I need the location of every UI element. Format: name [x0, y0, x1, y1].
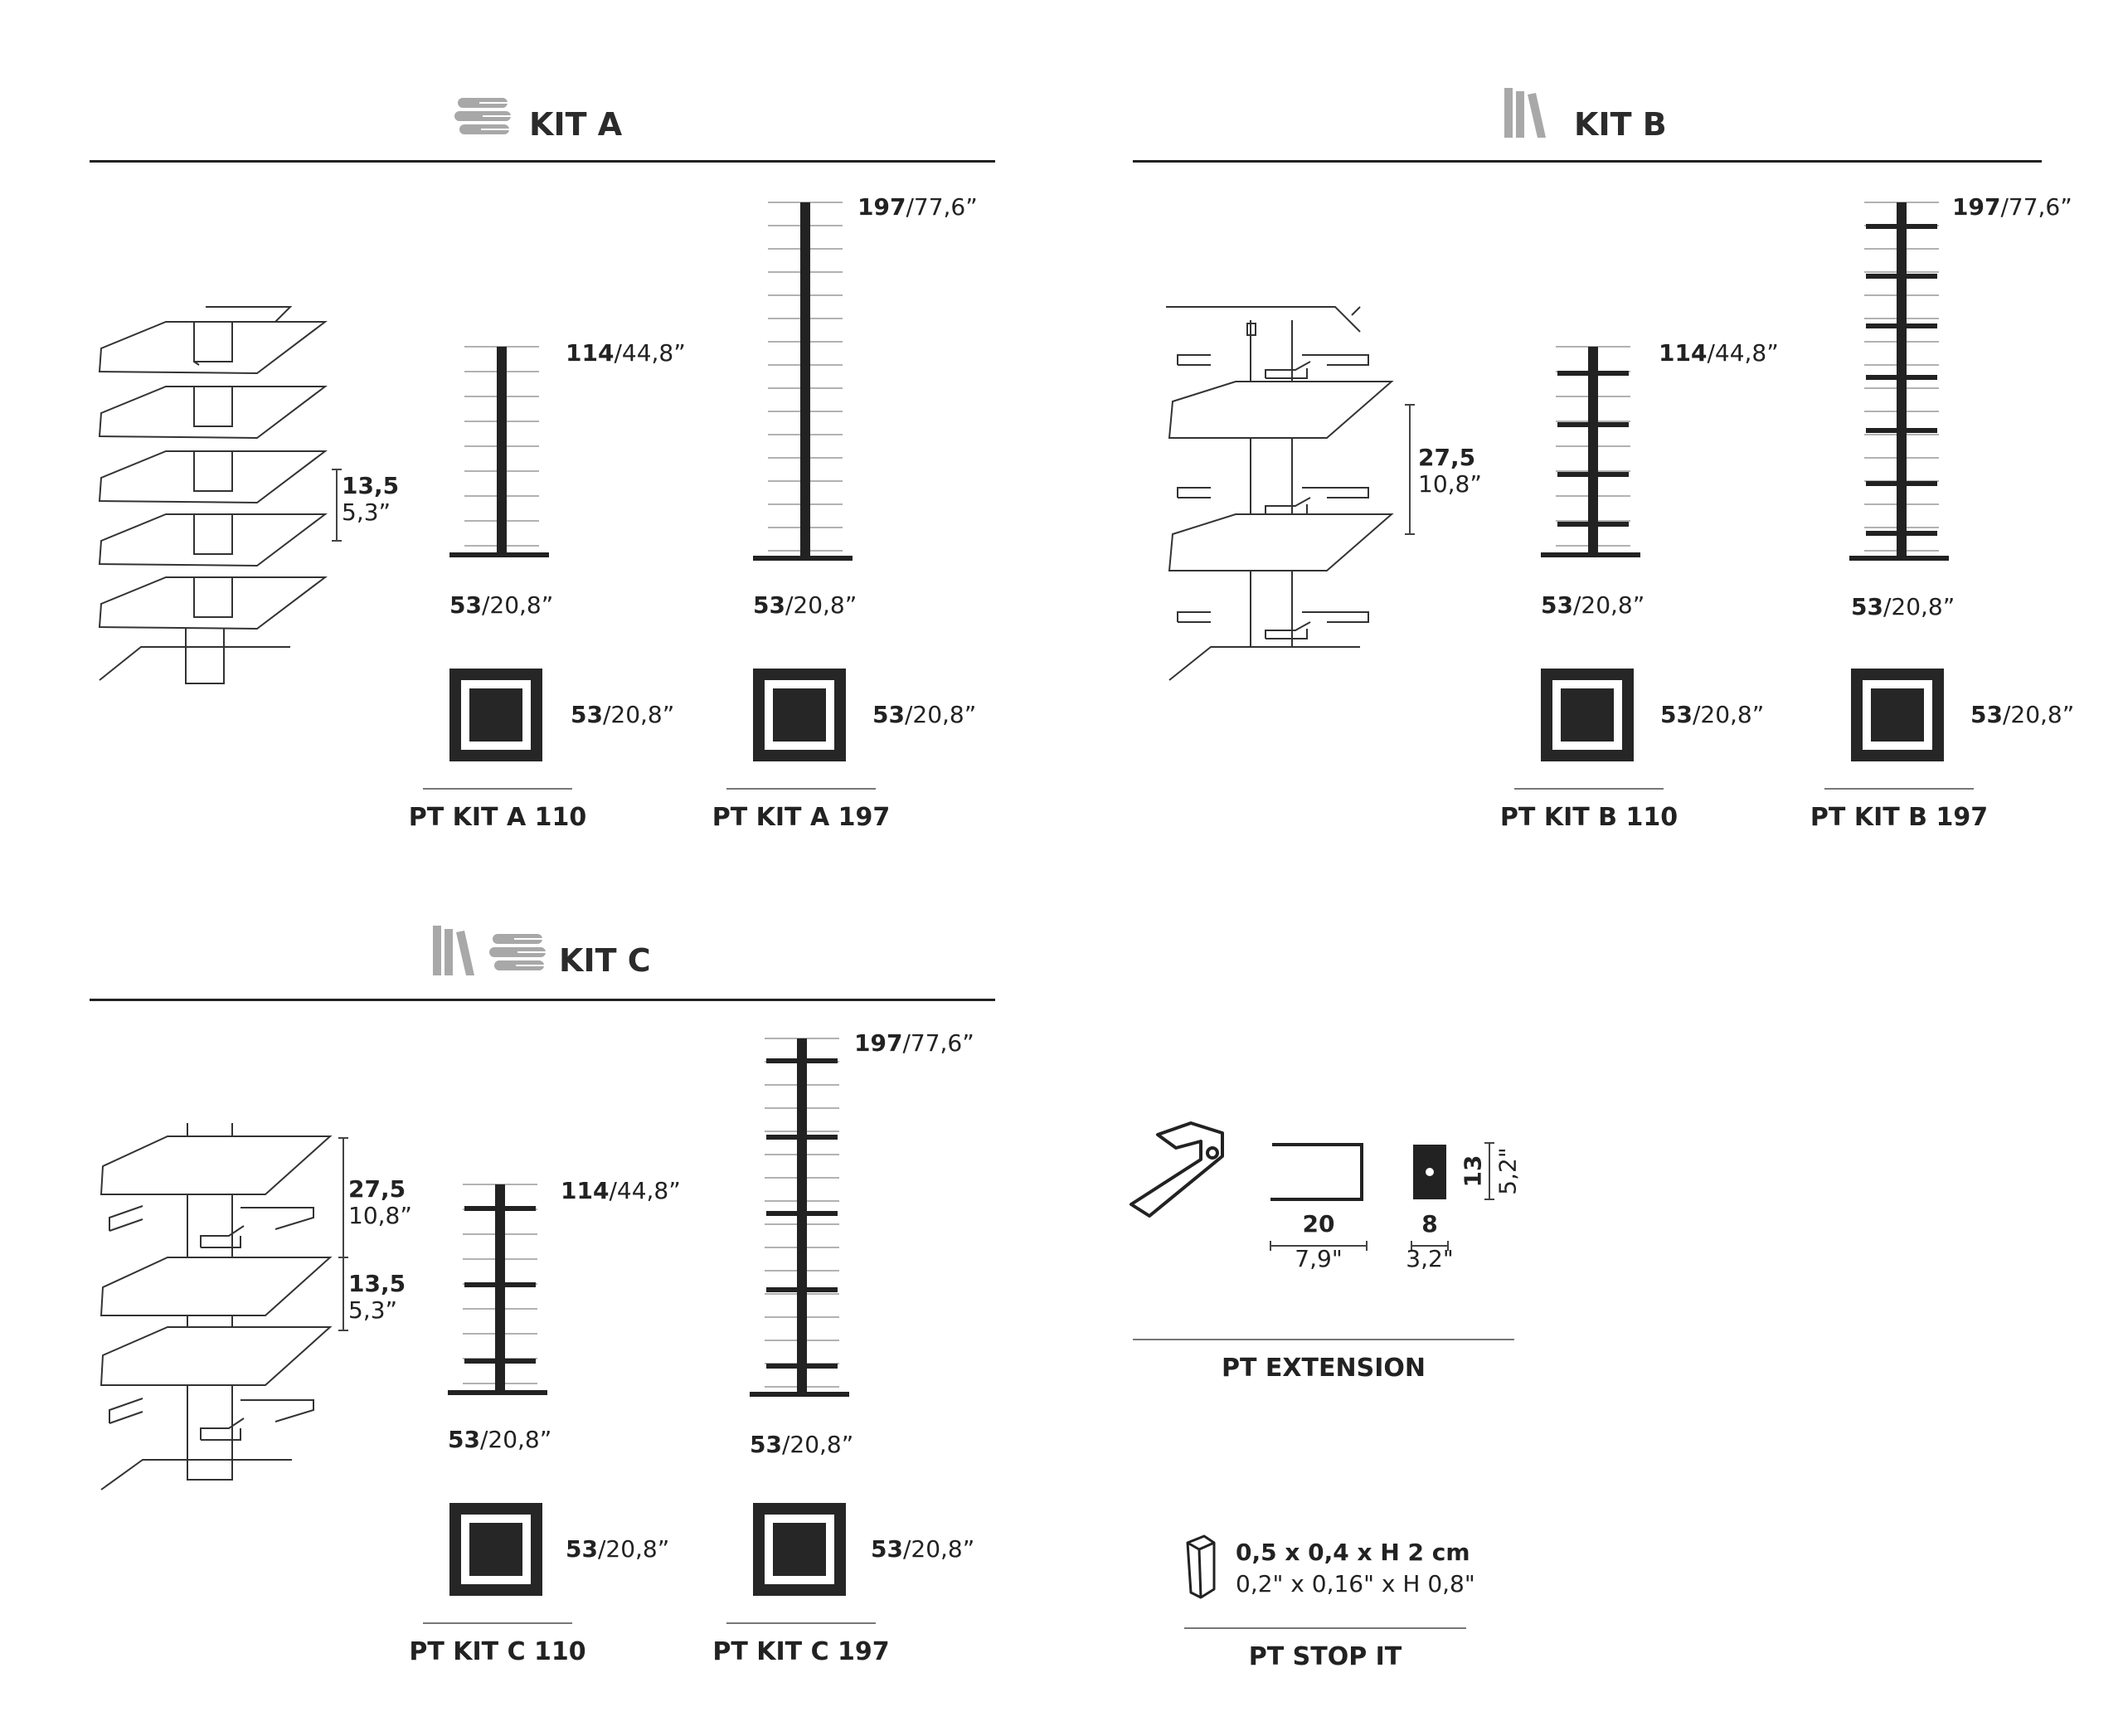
- kit-a-title: KIT A: [529, 106, 623, 143]
- kit-b-197-height: 197/77,6”: [1952, 193, 2072, 221]
- extension-perspective-drawing: [1130, 1121, 1224, 1218]
- kit-b-110-label-rule: [1514, 788, 1664, 790]
- kit-b-197-column-drawing: [1849, 202, 1949, 561]
- extension-height-cm: 13: [1459, 1155, 1487, 1188]
- extension-depth-dimension-line: [1411, 1241, 1449, 1251]
- kit-c-110-label: PT KIT C 110: [409, 1637, 586, 1666]
- extension-side-view: [1270, 1143, 1363, 1201]
- stop-it-label: PT STOP IT: [1248, 1642, 1402, 1671]
- kit-b-197-label: PT KIT B 197: [1810, 803, 1989, 832]
- kit-c-110-column-drawing: [448, 1184, 547, 1395]
- kit-c-110-top-width: 53/20,8”: [566, 1535, 670, 1563]
- extension-front-view: [1413, 1145, 1446, 1199]
- extension-height-dimension-line: [1484, 1142, 1494, 1200]
- extension-height-in: 5,2": [1494, 1147, 1522, 1195]
- kit-a-197-top-view: [753, 669, 846, 761]
- kit-a-197-column-drawing: [753, 202, 853, 561]
- kit-b-110-top-view: [1541, 669, 1634, 761]
- kit-b-197-top-view: [1851, 669, 1944, 761]
- extension-width-in: 7,9": [1295, 1245, 1343, 1272]
- extension-label-rule: [1133, 1339, 1514, 1340]
- kit-a-divider: [90, 160, 995, 163]
- kit-b-110-top-width: 53/20,8”: [1660, 701, 1765, 728]
- kit-c-110-label-rule: [423, 1622, 572, 1624]
- extension-width-dimension-line: [1270, 1241, 1368, 1251]
- kit-c-197-base-width: 53/20,8”: [750, 1431, 854, 1458]
- kit-b-197-label-rule: [1824, 788, 1974, 790]
- stop-it-drawing: [1186, 1534, 1216, 1599]
- kit-b-110-label: PT KIT B 110: [1499, 803, 1678, 832]
- kit-c-title: KIT C: [559, 942, 651, 979]
- kit-a-197-height: 197/77,6”: [857, 193, 978, 221]
- kit-b-divider: [1133, 160, 2042, 163]
- extension-depth-cm: 8: [1421, 1210, 1438, 1238]
- horizontal-books-icon: [489, 934, 546, 970]
- kit-a-110-base-width: 53/20,8”: [449, 591, 554, 619]
- kit-a-197-label: PT KIT A 197: [712, 803, 891, 832]
- horizontal-books-icon: [454, 98, 511, 134]
- kit-a-110-column-drawing: [449, 346, 549, 557]
- kit-c-divider: [90, 999, 995, 1001]
- vertical-books-icon: [1504, 88, 1546, 138]
- extension-label: PT EXTENSION: [1222, 1354, 1426, 1383]
- kit-a-110-label: PT KIT A 110: [408, 803, 587, 832]
- kit-b-197-top-width: 53/20,8”: [1970, 701, 2075, 728]
- kit-c-110-height: 114/44,8”: [561, 1177, 681, 1204]
- kit-a-110-top-view: [449, 669, 542, 761]
- kit-b-197-base-width: 53/20,8”: [1851, 593, 1955, 620]
- kit-a-110-height: 114/44,8”: [566, 339, 686, 367]
- kit-a-197-base-width: 53/20,8”: [753, 591, 857, 619]
- kit-b-110-base-width: 53/20,8”: [1541, 591, 1645, 619]
- kit-a-perspective-drawing: [98, 306, 328, 684]
- kit-c-197-top-width: 53/20,8”: [871, 1535, 975, 1563]
- kit-b-110-height: 114/44,8”: [1659, 339, 1779, 367]
- kit-b-title: KIT B: [1574, 106, 1667, 143]
- kit-c-perspective-drawing: [100, 1123, 333, 1490]
- kit-c-110-top-view: [449, 1503, 542, 1596]
- vertical-books-icon: [433, 926, 474, 975]
- stop-it-dimensions-cm: 0,5 x 0,4 x H 2 cm: [1236, 1539, 1470, 1566]
- kit-b-module-dimension-line: [1405, 404, 1415, 535]
- kit-c-197-column-drawing: [750, 1038, 849, 1397]
- kit-b-110-column-drawing: [1541, 346, 1640, 557]
- kit-c-197-top-view: [753, 1503, 846, 1596]
- kit-a-197-top-width: 53/20,8”: [872, 701, 977, 728]
- kit-c-197-label: PT KIT C 197: [712, 1637, 890, 1666]
- kit-c-110-base-width: 53/20,8”: [448, 1426, 552, 1453]
- stop-it-label-rule: [1184, 1627, 1466, 1629]
- extension-width-cm: 20: [1302, 1210, 1335, 1238]
- extension-depth-in: 3,2": [1406, 1245, 1454, 1272]
- kit-a-110-top-width: 53/20,8”: [571, 701, 675, 728]
- kit-a-module-dimension-line: [332, 469, 342, 542]
- stop-it-dimensions-in: 0,2" x 0,16" x H 0,8": [1236, 1570, 1475, 1597]
- kit-a-197-label-rule: [726, 788, 876, 790]
- kit-c-197-height: 197/77,6”: [854, 1029, 974, 1057]
- kit-b-perspective-drawing: [1166, 306, 1394, 681]
- kit-c-197-label-rule: [726, 1622, 876, 1624]
- kit-c-module-dimension-line: [338, 1137, 348, 1331]
- kit-a-110-label-rule: [423, 788, 572, 790]
